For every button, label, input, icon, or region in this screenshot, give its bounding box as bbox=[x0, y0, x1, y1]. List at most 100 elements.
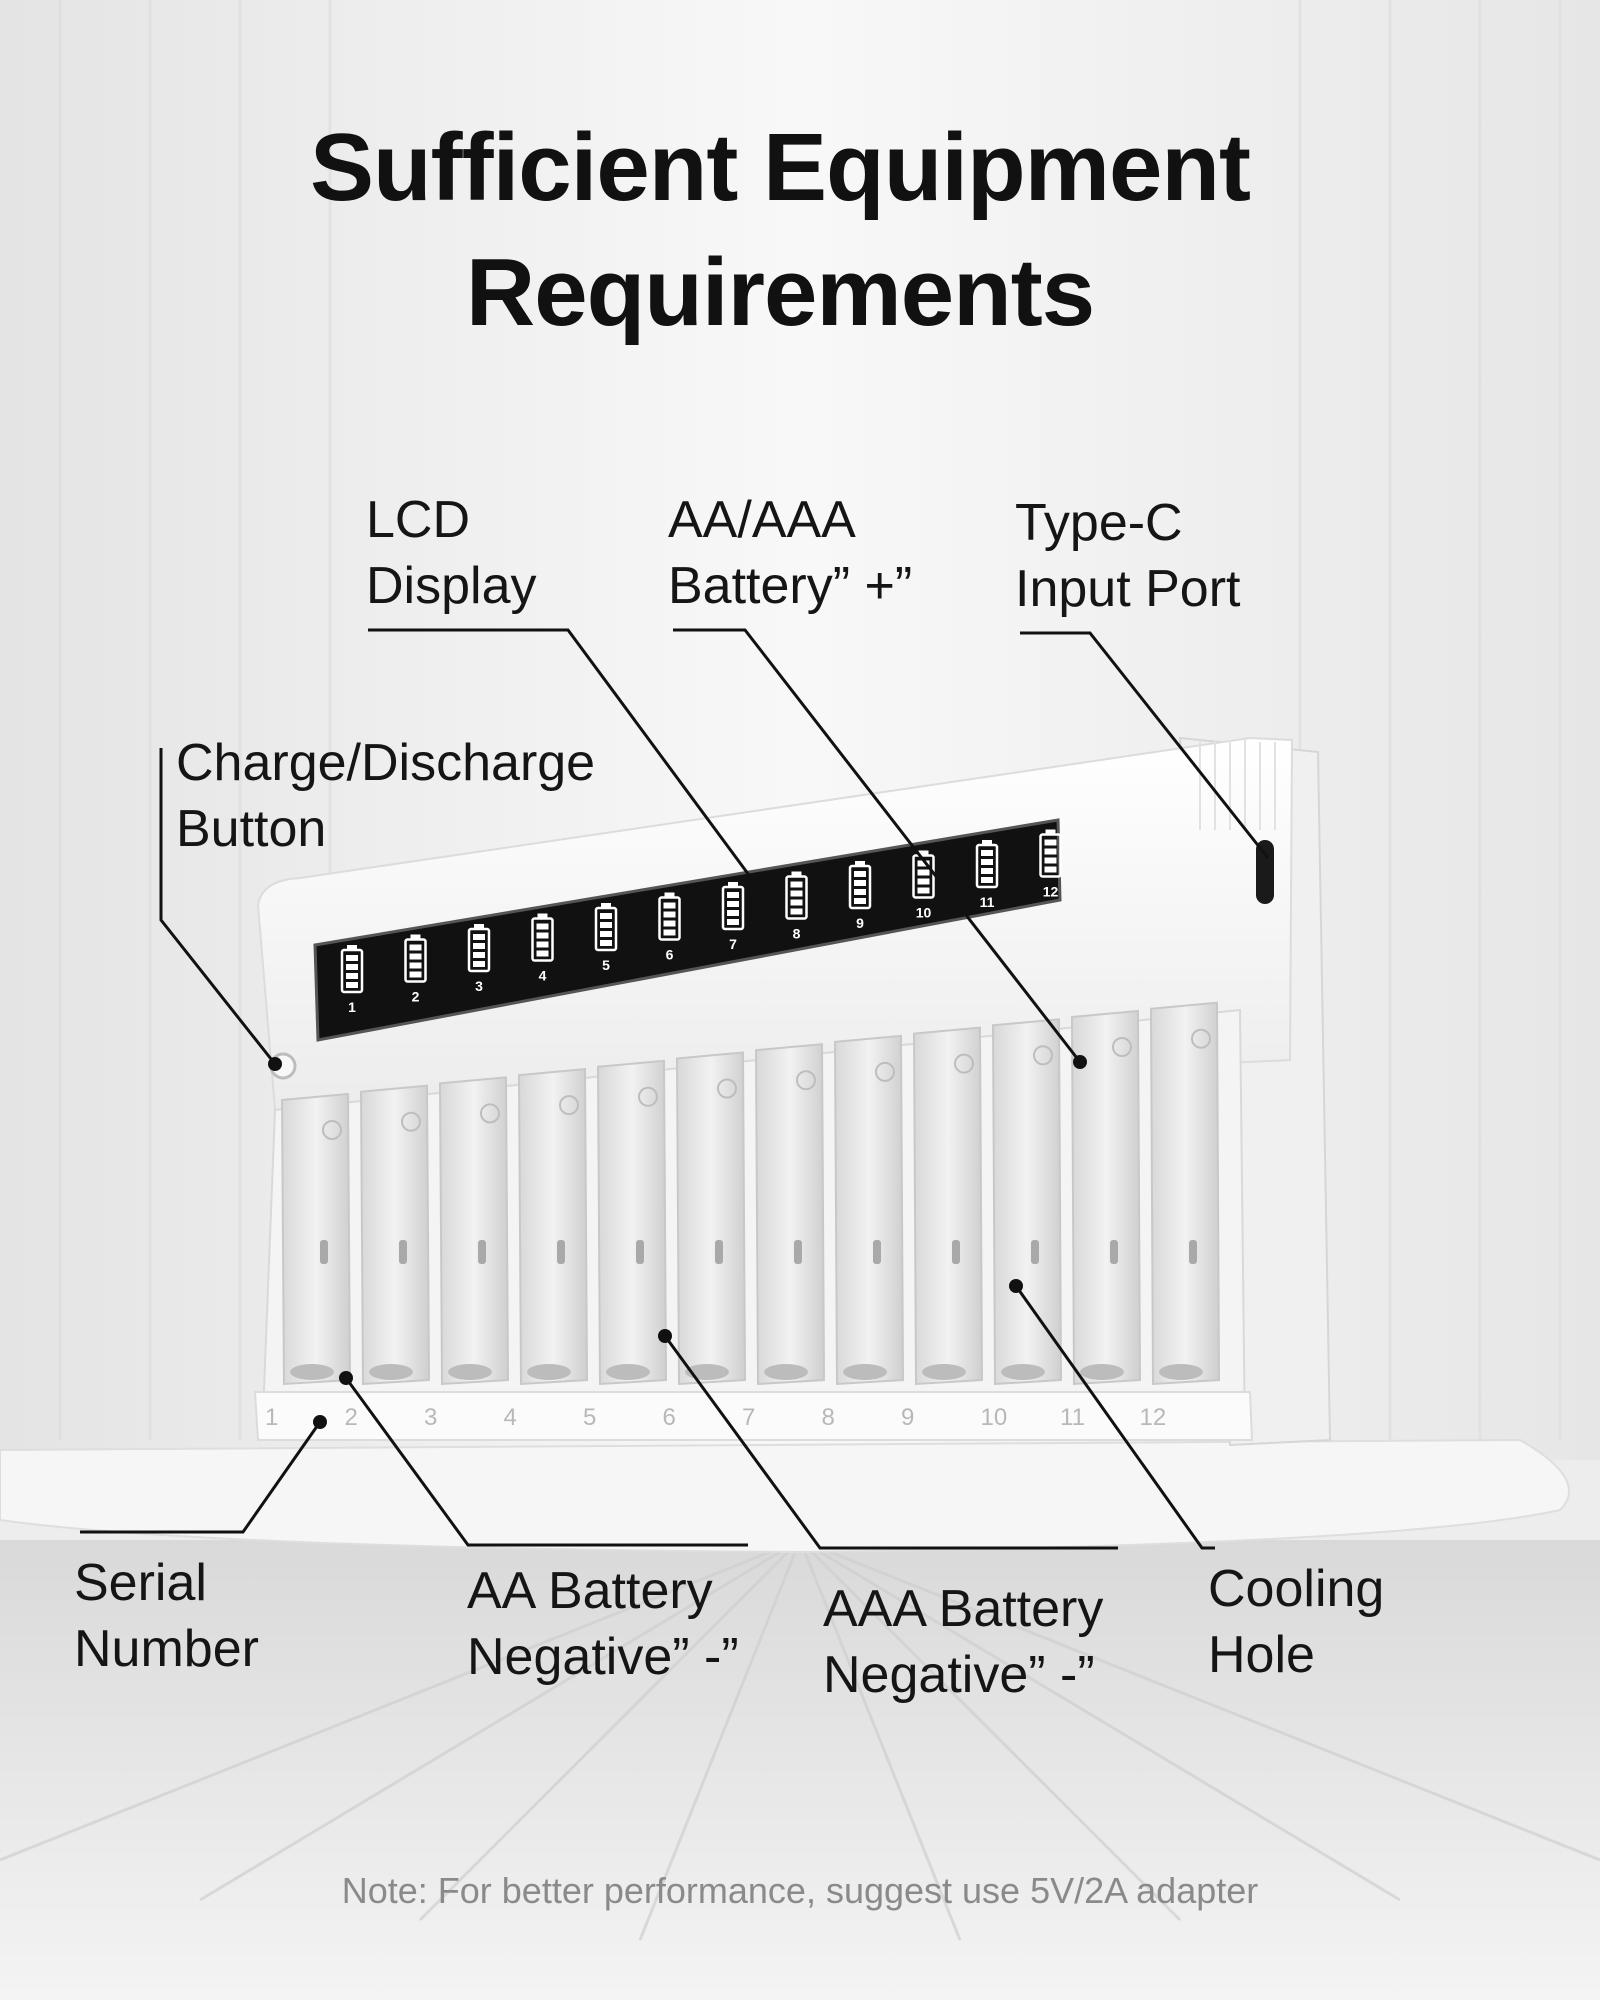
slot-clip bbox=[1031, 1240, 1039, 1264]
slot-clip bbox=[399, 1240, 407, 1264]
lcd-battery-level-bar bbox=[346, 955, 358, 961]
callout-cooling-hole-line-2: Hole bbox=[1208, 1626, 1315, 1684]
callout-battery-positive: AA/AAA Battery” +” bbox=[668, 487, 912, 619]
callout-cooling-hole-line-1: Cooling bbox=[1208, 1560, 1385, 1618]
tray-serial-number: 8 bbox=[822, 1404, 835, 1431]
callout-aaa-battery-negative: AAA Battery Negative” -” bbox=[823, 1576, 1103, 1708]
lcd-battery-cell: 11 bbox=[975, 840, 999, 910]
callout-serial-number: Serial Number bbox=[74, 1550, 259, 1682]
callout-serial-number-line-1: Serial bbox=[74, 1554, 207, 1612]
callout-lcd-display-line-1: LCD bbox=[366, 491, 471, 549]
lcd-slot-number: 11 bbox=[980, 894, 995, 910]
battery-slots bbox=[280, 1001, 1221, 1386]
lcd-battery-level-bar bbox=[536, 923, 549, 930]
lcd-battery-level-bar bbox=[1044, 866, 1057, 873]
slot-clip bbox=[873, 1240, 881, 1264]
lcd-battery-level-bar bbox=[981, 877, 993, 883]
lcd-battery-level-bar bbox=[600, 922, 612, 928]
negative-contact bbox=[369, 1364, 413, 1380]
lcd-battery-level-bar bbox=[1044, 857, 1057, 864]
lcd-battery-level-bar bbox=[346, 973, 358, 979]
cooling-hole-icon bbox=[480, 1103, 500, 1124]
lcd-battery-level-bar bbox=[854, 889, 866, 895]
tray-serial-number: 10 bbox=[981, 1404, 1008, 1431]
lcd-battery-level-bar bbox=[473, 961, 485, 967]
lcd-slot-number: 9 bbox=[856, 915, 864, 931]
tray-serial-number: 12 bbox=[1140, 1404, 1167, 1431]
lcd-battery-cell: 5 bbox=[594, 903, 618, 973]
lcd-battery-cap bbox=[347, 945, 357, 950]
lcd-battery-level-bar bbox=[1044, 848, 1057, 855]
lcd-battery-cell: 12 bbox=[1039, 829, 1062, 900]
battery-slot bbox=[912, 1026, 984, 1386]
lcd-slot-number: 10 bbox=[916, 905, 932, 921]
lcd-slot-number: 4 bbox=[539, 968, 547, 984]
lcd-battery-level-bar bbox=[727, 919, 739, 925]
lcd-battery-level-bar bbox=[409, 962, 422, 969]
lcd-slot-number: 8 bbox=[793, 926, 801, 942]
lcd-battery-cell: 4 bbox=[531, 913, 554, 984]
negative-contact bbox=[606, 1364, 650, 1380]
cooling-hole-icon bbox=[1191, 1028, 1211, 1049]
lcd-battery-cap bbox=[982, 840, 992, 845]
cooling-hole-icon bbox=[1033, 1045, 1053, 1066]
lcd-battery-level-bar bbox=[790, 881, 803, 888]
leader-serial-number bbox=[80, 1421, 322, 1534]
callout-aaa-negative-line-1: AAA Battery bbox=[823, 1580, 1104, 1638]
callout-cooling-hole: Cooling Hole bbox=[1208, 1556, 1384, 1688]
lcd-battery-level-bar bbox=[663, 902, 676, 909]
tray-serial-number: 1 bbox=[265, 1404, 278, 1431]
lcd-display bbox=[313, 818, 1062, 1042]
callout-charge-button-line-1: Charge/Discharge bbox=[176, 734, 596, 792]
negative-contact bbox=[843, 1364, 887, 1380]
lcd-battery-level-bar bbox=[981, 850, 993, 856]
lcd-battery-cell: 3 bbox=[467, 924, 491, 994]
battery-slot bbox=[991, 1018, 1063, 1386]
lcd-battery-level-bar bbox=[854, 871, 866, 877]
lcd-battery-level-bar bbox=[346, 964, 358, 970]
lcd-slot-number: 2 bbox=[412, 989, 420, 1005]
slot-clip bbox=[1189, 1240, 1197, 1264]
lcd-battery-level-bar bbox=[917, 869, 930, 876]
lcd-slot-number: 1 bbox=[348, 999, 356, 1015]
lcd-battery-cell: 6 bbox=[658, 892, 681, 963]
lcd-battery-level-bar bbox=[346, 982, 358, 988]
negative-contact bbox=[527, 1364, 571, 1380]
leader-aaa-negative bbox=[663, 1335, 1118, 1550]
callout-type-c-line-1: Type-C bbox=[1015, 494, 1183, 552]
leader-battery-positive bbox=[673, 628, 1082, 1063]
cooling-hole-icon bbox=[1112, 1037, 1132, 1057]
lcd-battery-cap bbox=[918, 850, 929, 856]
cooling-hole-icon bbox=[322, 1120, 342, 1140]
tray-serial-number: 4 bbox=[504, 1404, 517, 1431]
lcd-battery-level-bar bbox=[473, 952, 485, 958]
battery-slot bbox=[833, 1034, 905, 1386]
tray-serial-number: 3 bbox=[424, 1404, 437, 1431]
slot-clip bbox=[557, 1240, 565, 1264]
lcd-battery-level-bar bbox=[854, 880, 866, 886]
lcd-battery-level-bar bbox=[727, 892, 739, 898]
lcd-battery-cell: 8 bbox=[785, 871, 808, 942]
leader-cooling-hole bbox=[1014, 1285, 1215, 1550]
page-title-line-1: Sufficient Equipment bbox=[310, 114, 1251, 221]
lcd-battery-cap bbox=[474, 924, 484, 929]
lcd-battery-cap bbox=[410, 934, 421, 940]
lcd-battery-level-bar bbox=[663, 911, 676, 918]
callout-lcd-display: LCD Display bbox=[366, 487, 537, 619]
lcd-battery-level-bar bbox=[473, 934, 485, 940]
tray-serial-number: 11 bbox=[1060, 1404, 1085, 1431]
battery-slot bbox=[359, 1084, 431, 1386]
callout-aa-negative-line-2: Negative” -” bbox=[467, 1628, 739, 1686]
callout-aaa-negative-line-2: Negative” -” bbox=[823, 1646, 1095, 1704]
lcd-battery-cap bbox=[537, 913, 548, 919]
battery-slot bbox=[1070, 1009, 1142, 1386]
callout-battery-positive-line-1: AA/AAA bbox=[668, 491, 856, 549]
battery-slot bbox=[517, 1068, 589, 1386]
tray-serial-number: 9 bbox=[901, 1404, 914, 1431]
negative-contact bbox=[922, 1364, 966, 1380]
lcd-battery-level-bar bbox=[473, 943, 485, 949]
lcd-battery-level-bar bbox=[409, 971, 422, 978]
lcd-battery-cell: 2 bbox=[404, 934, 427, 1005]
cooling-hole-icon bbox=[954, 1053, 974, 1074]
